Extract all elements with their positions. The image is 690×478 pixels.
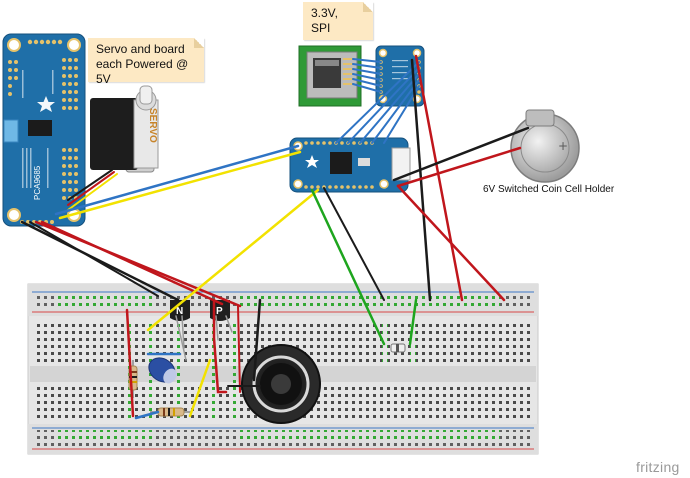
- transistor-n-label: N: [176, 306, 183, 317]
- servo-motor: SERVO: [90, 85, 159, 173]
- servo-power-note: Servo and board each Powered @ 5V: [88, 38, 204, 86]
- microcontroller-board: [289, 137, 411, 193]
- transistor-n: N: [170, 300, 190, 321]
- pwm-servo-board: PCA9685: [2, 33, 86, 227]
- microsd-card-breakout: [298, 45, 362, 107]
- electrolytic-capacitor: [148, 357, 177, 384]
- wires: [20, 54, 530, 420]
- speaker: [241, 344, 321, 424]
- small-resistor: [390, 343, 406, 353]
- transistor-p-label: P: [216, 306, 223, 317]
- coin-cell-label: 6V Switched Coin Cell Holder: [483, 184, 615, 195]
- pwm-board-label: PCA9685: [33, 165, 42, 200]
- sd-power-note: 3.3V, SPI: [303, 2, 373, 40]
- coin-cell-holder: +: [510, 109, 580, 183]
- fritzing-logo: fritzing: [636, 459, 680, 475]
- coin-cell-plus-icon: +: [558, 139, 568, 153]
- servo-label: SERVO: [147, 108, 158, 143]
